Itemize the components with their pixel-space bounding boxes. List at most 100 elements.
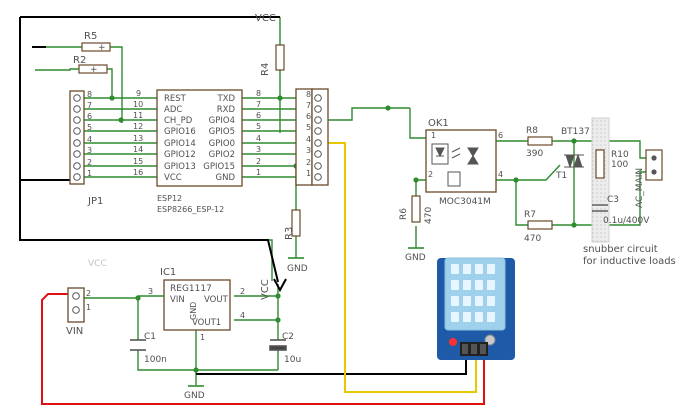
header-pin xyxy=(314,116,322,124)
jp1-pin xyxy=(73,94,81,102)
jp1-pin xyxy=(73,116,81,124)
c3-label: C3 xyxy=(607,195,619,205)
esp-pin-label: GPIO13 xyxy=(164,162,196,172)
header-pin xyxy=(314,105,322,113)
header-pin xyxy=(314,127,322,135)
vin-pin-number: 2 xyxy=(86,289,91,298)
resistor-r10 xyxy=(595,149,605,179)
esp-pin-label: GPIO5 xyxy=(209,127,235,137)
ac-main-connector xyxy=(645,149,663,181)
resistor-r6 xyxy=(411,195,421,223)
r3-label: R3 xyxy=(284,227,295,240)
reg-pin-number: 2 xyxy=(240,287,245,296)
junction-dot xyxy=(135,295,141,301)
net-number: 9 xyxy=(136,89,141,98)
dht-sensor-module xyxy=(437,257,515,360)
jp1-pin-number: 8 xyxy=(87,90,92,99)
jp1-pin-number: 3 xyxy=(87,146,92,155)
esp-pin-label: TXD xyxy=(216,94,235,104)
header-pin-number: 8 xyxy=(306,90,311,99)
header-pin-number: 3 xyxy=(306,146,311,155)
wire xyxy=(234,319,279,340)
reg-pin-number: 1 xyxy=(200,333,205,342)
esp12-module xyxy=(156,89,243,187)
esp-pin-label: VCC xyxy=(164,173,182,183)
esp-pin-label: GPIO0 xyxy=(209,139,235,149)
vin-label: VIN xyxy=(66,326,83,337)
resistor-plus-sign: + xyxy=(90,65,98,75)
header-pin-number: 7 xyxy=(306,101,311,110)
c2-label: C2 xyxy=(282,332,294,342)
wire xyxy=(137,350,278,371)
jp1-pin-number: 4 xyxy=(87,135,92,144)
net-number: 10 xyxy=(133,100,143,109)
net-number: 11 xyxy=(133,111,143,120)
optocoupler-internal-symbols xyxy=(431,143,479,187)
header-pin-number: 6 xyxy=(306,112,311,121)
net-number: 5 xyxy=(256,122,261,131)
wire xyxy=(600,171,650,226)
ok-pin-number: 2 xyxy=(428,170,433,179)
header-pin-number: 5 xyxy=(306,123,311,132)
regulator-vout-pin: VOUT xyxy=(204,295,229,305)
r6-label: R6 xyxy=(399,208,409,220)
r7-label: R7 xyxy=(524,210,536,220)
black-wire xyxy=(273,278,287,293)
regulator-ic1 xyxy=(163,279,231,331)
ok-pin-number: 6 xyxy=(498,131,503,140)
wire xyxy=(328,107,410,121)
net-number: 6 xyxy=(256,111,261,120)
esp-pin-label: ADC xyxy=(164,105,182,115)
jp1-pin xyxy=(73,105,81,113)
net-number: 12 xyxy=(133,122,143,131)
ac-main-pin xyxy=(651,155,657,161)
regulator-vout1-pin: VOUT1 xyxy=(192,318,221,328)
r4-label: R4 xyxy=(260,63,271,76)
black-wire xyxy=(196,356,467,375)
jp1-pin xyxy=(73,150,81,158)
vin-connector xyxy=(67,287,85,323)
r5-label: R5 xyxy=(84,31,97,42)
snubber-note: for inductive loads xyxy=(583,256,676,267)
regulator-part: REG1117 xyxy=(170,284,212,294)
jp1-pin-number: 6 xyxy=(87,112,92,121)
optocoupler-ok1 xyxy=(425,129,497,193)
jp1-pin xyxy=(73,127,81,135)
ok-pin-number: 4 xyxy=(498,170,503,179)
esp-name: ESP12 xyxy=(157,194,182,203)
snubber-note: snubber circuit xyxy=(583,244,658,255)
vcc-label-top: VCC xyxy=(255,13,276,24)
header-pin xyxy=(314,94,322,102)
resistor-r2 xyxy=(78,64,108,74)
c3-value: 0.1u/400V xyxy=(603,216,650,226)
junction-dot xyxy=(275,293,281,299)
esp-pin-label: RXD xyxy=(217,105,236,115)
c1-label: C1 xyxy=(144,332,156,342)
ac-main-label: AC_MAIN xyxy=(635,168,645,208)
triac-label: T1 xyxy=(555,171,567,181)
net-number: 2 xyxy=(256,157,261,166)
vin-pin-number: 1 xyxy=(86,303,91,312)
esp-pin-label: CH_PD xyxy=(164,116,193,126)
ic1-label: IC1 xyxy=(160,267,176,278)
vin-pin xyxy=(72,306,80,314)
ac-main-pin xyxy=(651,169,657,175)
net-number: 8 xyxy=(256,89,261,98)
resistor-r5 xyxy=(81,42,111,52)
jp1-pin xyxy=(73,162,81,170)
vcc-label-mid: VCC xyxy=(260,279,271,300)
jp1-pin-number: 1 xyxy=(87,169,92,178)
c2-value: 10u xyxy=(284,355,301,365)
black-wire-group xyxy=(19,16,467,375)
junction-dot xyxy=(193,367,199,373)
yellow-wire xyxy=(318,142,477,393)
jp1-pin-number: 7 xyxy=(87,101,92,110)
header-pin-number: 1 xyxy=(306,169,311,178)
junction-dot xyxy=(385,105,391,111)
header-pin xyxy=(314,173,322,181)
net-number: 14 xyxy=(133,145,143,154)
jp1-label: JP1 xyxy=(87,196,103,207)
wire xyxy=(496,179,528,226)
wire xyxy=(35,68,80,71)
